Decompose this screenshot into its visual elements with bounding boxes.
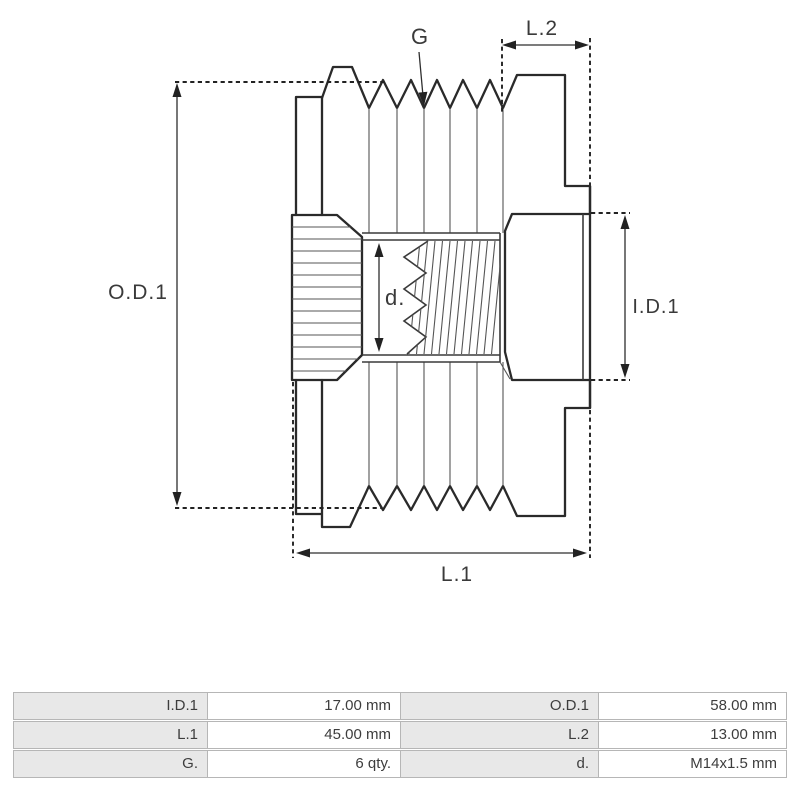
- spec-row: G. 6 qty. d. M14x1.5 mm: [13, 750, 787, 778]
- pulley-technical-drawing: O.D.1 G L.2 I.D.1 d.: [108, 17, 679, 586]
- pulley-body-outline: [294, 65, 592, 529]
- thread-section: [402, 240, 500, 355]
- belt-groove-lines: [368, 108, 504, 486]
- l2-dimension: L.2: [501, 17, 591, 185]
- bore-section: [362, 232, 511, 380]
- g-label: G: [411, 24, 429, 49]
- spec-label-cell: G.: [14, 751, 208, 777]
- spec-value-cell: 45.00 mm: [208, 722, 401, 748]
- spec-label-cell: I.D.1: [14, 693, 208, 719]
- spec-label-cell: O.D.1: [401, 693, 599, 719]
- od1-dimension: O.D.1: [108, 81, 387, 509]
- spec-row: L.1 45.00 mm L.2 13.00 mm: [13, 721, 787, 749]
- spec-label-cell: d.: [401, 751, 599, 777]
- d-label: d.: [385, 285, 405, 310]
- l1-dimension: L.1: [292, 382, 591, 586]
- l2-label: L.2: [526, 17, 558, 40]
- spec-row: I.D.1 17.00 mm O.D.1 58.00 mm: [13, 692, 787, 720]
- hub-section-hatched: [290, 213, 364, 382]
- spec-value-cell: 17.00 mm: [208, 693, 401, 719]
- shaft-boss: [503, 212, 591, 382]
- id1-dimension: I.D.1: [591, 212, 679, 381]
- spec-value-cell: 13.00 mm: [599, 722, 786, 748]
- spec-value-cell: M14x1.5 mm: [599, 751, 786, 777]
- spec-value-cell: 58.00 mm: [599, 693, 786, 719]
- spec-label-cell: L.2: [401, 722, 599, 748]
- spec-table: I.D.1 17.00 mm O.D.1 58.00 mm L.1 45.00 …: [13, 692, 787, 779]
- od1-label: O.D.1: [108, 281, 168, 304]
- spec-label-cell: L.1: [14, 722, 208, 748]
- thread-diameter-dimension: d.: [374, 243, 405, 352]
- l1-label: L.1: [441, 563, 473, 586]
- spec-value-cell: 6 qty.: [208, 751, 401, 777]
- id1-label: I.D.1: [632, 296, 679, 318]
- groove-count-dimension: G: [411, 24, 429, 106]
